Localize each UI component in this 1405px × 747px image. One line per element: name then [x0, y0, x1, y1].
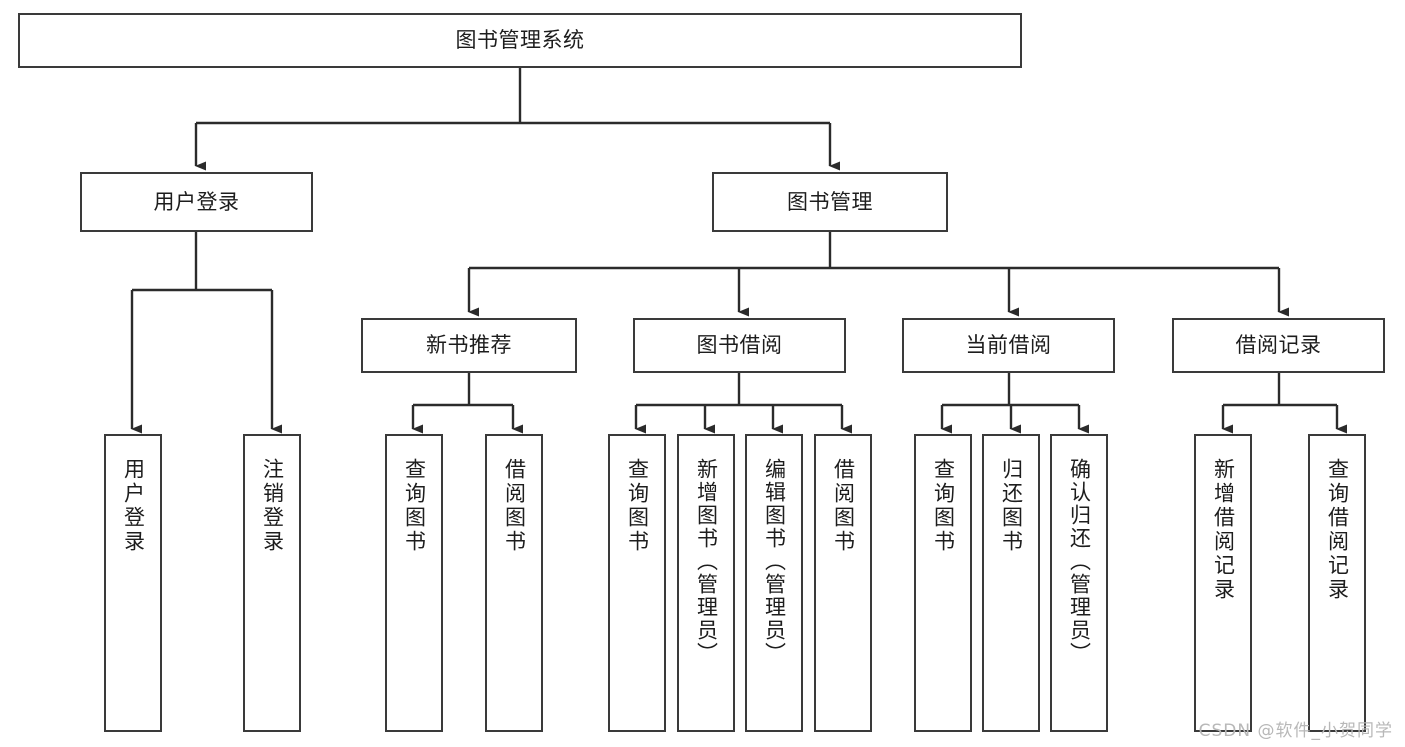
leaf-return-book[interactable]: 归还图书 — [982, 434, 1040, 732]
node-borrow-record[interactable]: 借阅记录 — [1172, 318, 1385, 373]
node-label: 用户登录 — [153, 189, 240, 214]
node-label: 确认归还（管理员） — [1067, 458, 1092, 665]
node-label: 查询图书 — [625, 458, 650, 554]
node-label: 查询图书 — [931, 458, 956, 554]
leaf-query-borrow-record[interactable]: 查询借阅记录 — [1308, 434, 1366, 732]
node-label: 当前借阅 — [965, 333, 1052, 358]
node-current-borrow[interactable]: 当前借阅 — [902, 318, 1115, 373]
node-label: 图书管理 — [787, 189, 873, 214]
node-new-book-recommend[interactable]: 新书推荐 — [361, 318, 577, 373]
node-label: 查询图书 — [402, 458, 427, 554]
node-label: 编辑图书（管理员） — [762, 458, 787, 665]
leaf-query-book-current[interactable]: 查询图书 — [914, 434, 972, 732]
node-label: 借阅图书 — [502, 458, 527, 554]
node-label: 用户登录 — [121, 458, 146, 554]
node-label: 图书管理系统 — [455, 28, 585, 53]
leaf-query-book-recommend[interactable]: 查询图书 — [385, 434, 443, 732]
leaf-query-book-borrow[interactable]: 查询图书 — [608, 434, 666, 732]
node-root-book-management-system[interactable]: 图书管理系统 — [18, 13, 1022, 68]
csdn-watermark: CSDN @软件_小贺同学 — [1198, 721, 1393, 741]
node-label: 新增图书（管理员） — [694, 458, 719, 665]
node-label: 查询借阅记录 — [1325, 458, 1350, 602]
leaf-confirm-return-admin[interactable]: 确认归还（管理员） — [1050, 434, 1108, 732]
node-label: 图书借阅 — [696, 333, 783, 358]
node-user-login[interactable]: 用户登录 — [80, 172, 313, 232]
leaf-edit-book-admin[interactable]: 编辑图书（管理员） — [745, 434, 803, 732]
node-book-management[interactable]: 图书管理 — [712, 172, 948, 232]
leaf-borrow-book[interactable]: 借阅图书 — [814, 434, 872, 732]
node-label: 归还图书 — [999, 458, 1024, 554]
node-label: 新书推荐 — [426, 333, 512, 358]
node-book-borrow[interactable]: 图书借阅 — [633, 318, 846, 373]
leaf-logout-login[interactable]: 注销登录 — [243, 434, 301, 732]
leaf-add-book-admin[interactable]: 新增图书（管理员） — [677, 434, 735, 732]
node-label: 新增借阅记录 — [1211, 458, 1236, 602]
leaf-borrow-book-recommend[interactable]: 借阅图书 — [485, 434, 543, 732]
node-label: 借阅图书 — [831, 458, 856, 554]
leaf-add-borrow-record[interactable]: 新增借阅记录 — [1194, 434, 1252, 732]
leaf-user-login[interactable]: 用户登录 — [104, 434, 162, 732]
node-label: 借阅记录 — [1235, 333, 1322, 358]
node-label: 注销登录 — [260, 458, 285, 554]
